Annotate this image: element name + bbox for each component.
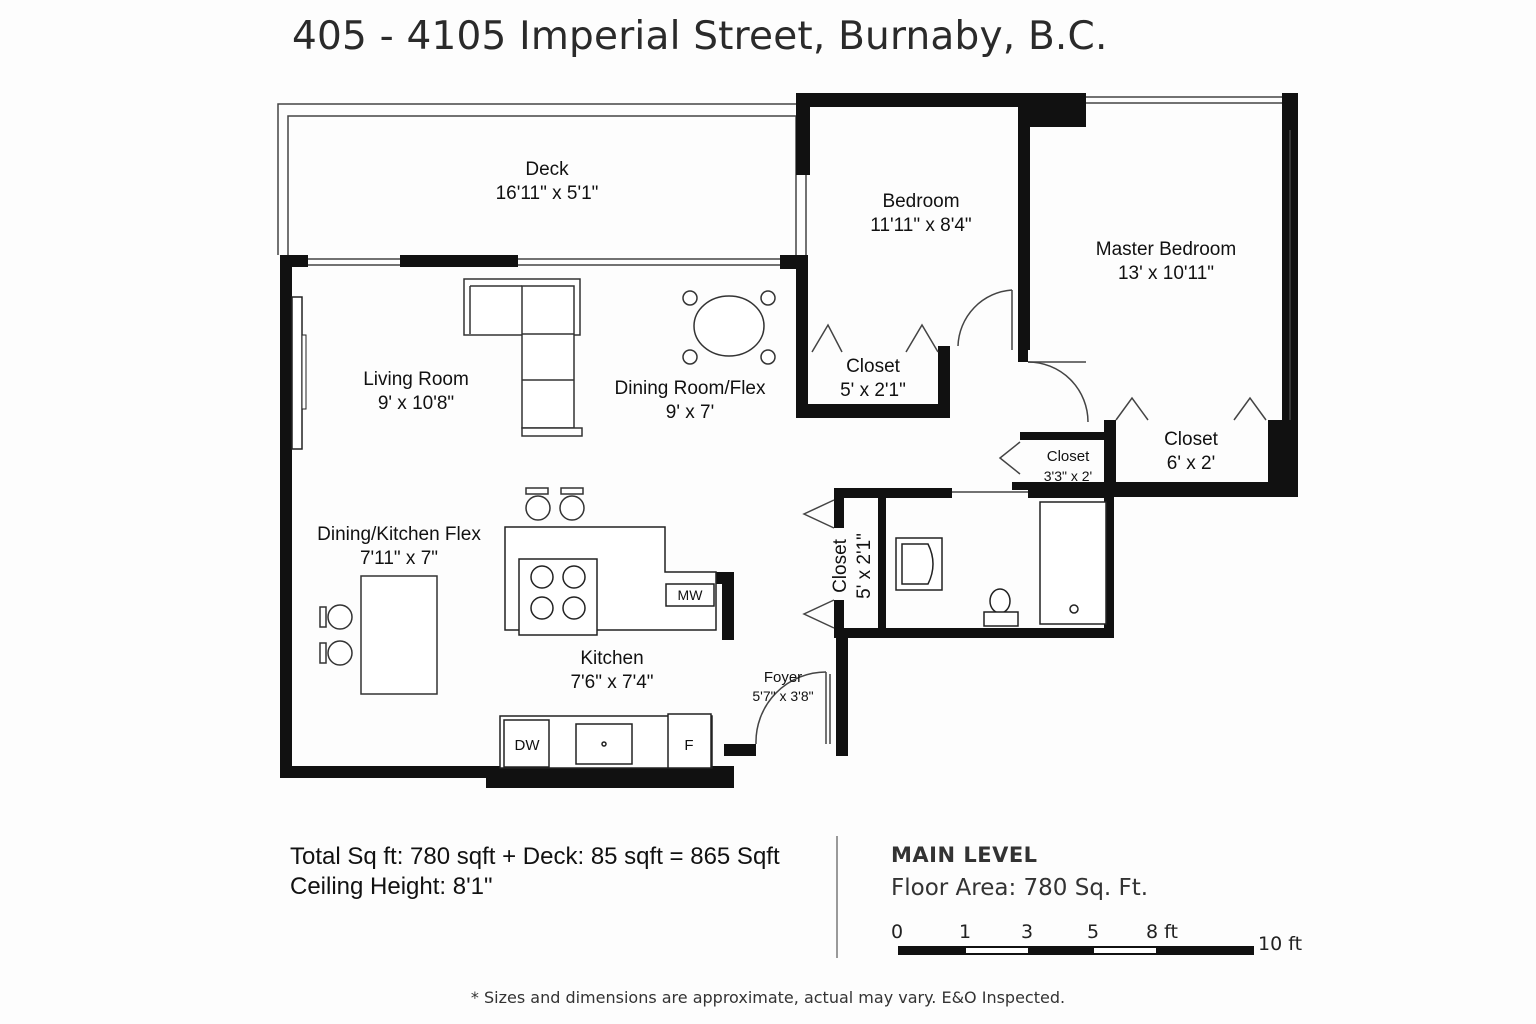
foyer-name: Foyer <box>764 669 802 686</box>
living-room-name: Living Room <box>363 369 469 390</box>
deck-name: Deck <box>525 159 569 180</box>
door-swings <box>755 289 1267 745</box>
master-closet-dims: 6' x 2' <box>1167 453 1215 474</box>
kitchen-counter <box>504 526 717 636</box>
bedroom-dims: 11'11" x 8'4" <box>870 215 971 236</box>
master-bedroom-name: Master Bedroom <box>1096 239 1236 260</box>
footer-summary: Total Sq ft: 780 sqft + Deck: 85 sqft = … <box>290 842 780 902</box>
living-room-dims: 9' x 10'8" <box>378 393 454 414</box>
small-closet-name: Closet <box>1047 448 1090 465</box>
kitchen-dims: 7'6" x 7'4" <box>570 672 653 693</box>
page-title: 405 - 4105 Imperial Street, Burnaby, B.C… <box>292 14 1108 59</box>
scale-end-label: 10 ft <box>1258 933 1303 955</box>
fridge-label: F <box>684 737 693 754</box>
dishwasher-label: DW <box>515 737 541 754</box>
floor-area: Floor Area: 780 Sq. Ft. <box>891 875 1149 901</box>
bathroom-fixtures <box>895 501 1107 627</box>
scale-tick-0: 0 <box>891 921 904 943</box>
kitchen-name: Kitchen <box>580 648 643 669</box>
scale-tick-8: 8 ft <box>1146 921 1178 943</box>
dining-kitchen-flex-name: Dining/Kitchen Flex <box>317 524 481 545</box>
island <box>319 487 585 695</box>
bedroom-name: Bedroom <box>882 191 959 212</box>
dining-table <box>682 290 776 365</box>
ceiling-height: Ceiling Height: 8'1" <box>290 873 493 900</box>
scale-tick-5: 5 <box>1087 921 1100 943</box>
hall-closet-dims: 5' x 2'1" <box>854 533 875 599</box>
deck-dims: 16'11" x 5'1" <box>496 183 599 204</box>
disclaimer: * Sizes and dimensions are approximate, … <box>470 988 1066 1007</box>
small-closet-dims: 3'3" x 2' <box>1044 468 1092 484</box>
bedroom-closet-name: Closet <box>846 356 901 377</box>
foyer-dims: 5'7" x 3'8" <box>752 688 813 704</box>
room-labels: Deck 16'11" x 5'1" Bedroom 11'11" x 8'4"… <box>317 159 1236 754</box>
hall-closet-name: Closet <box>830 538 851 593</box>
microwave-label: MW <box>678 587 704 603</box>
sofa <box>463 278 583 437</box>
level-title: MAIN LEVEL <box>891 843 1038 867</box>
total-sqft: Total Sq ft: 780 sqft + Deck: 85 sqft = … <box>290 843 780 870</box>
fireplace <box>291 296 303 450</box>
master-bedroom-dims: 13' x 10'11" <box>1118 263 1214 284</box>
footer-divider <box>836 836 838 958</box>
dining-room-name: Dining Room/Flex <box>615 378 766 399</box>
walls <box>280 93 1298 788</box>
scale-tick-3: 3 <box>1021 921 1034 943</box>
scale-bar <box>898 946 1254 955</box>
dining-room-dims: 9' x 7' <box>666 402 714 423</box>
scale-tick-1: 1 <box>959 921 972 943</box>
bedroom-closet-dims: 5' x 2'1" <box>840 380 906 401</box>
master-closet-name: Closet <box>1164 429 1219 450</box>
dining-kitchen-flex-dims: 7'11" x 7" <box>360 548 438 569</box>
lower-counter <box>499 713 713 769</box>
